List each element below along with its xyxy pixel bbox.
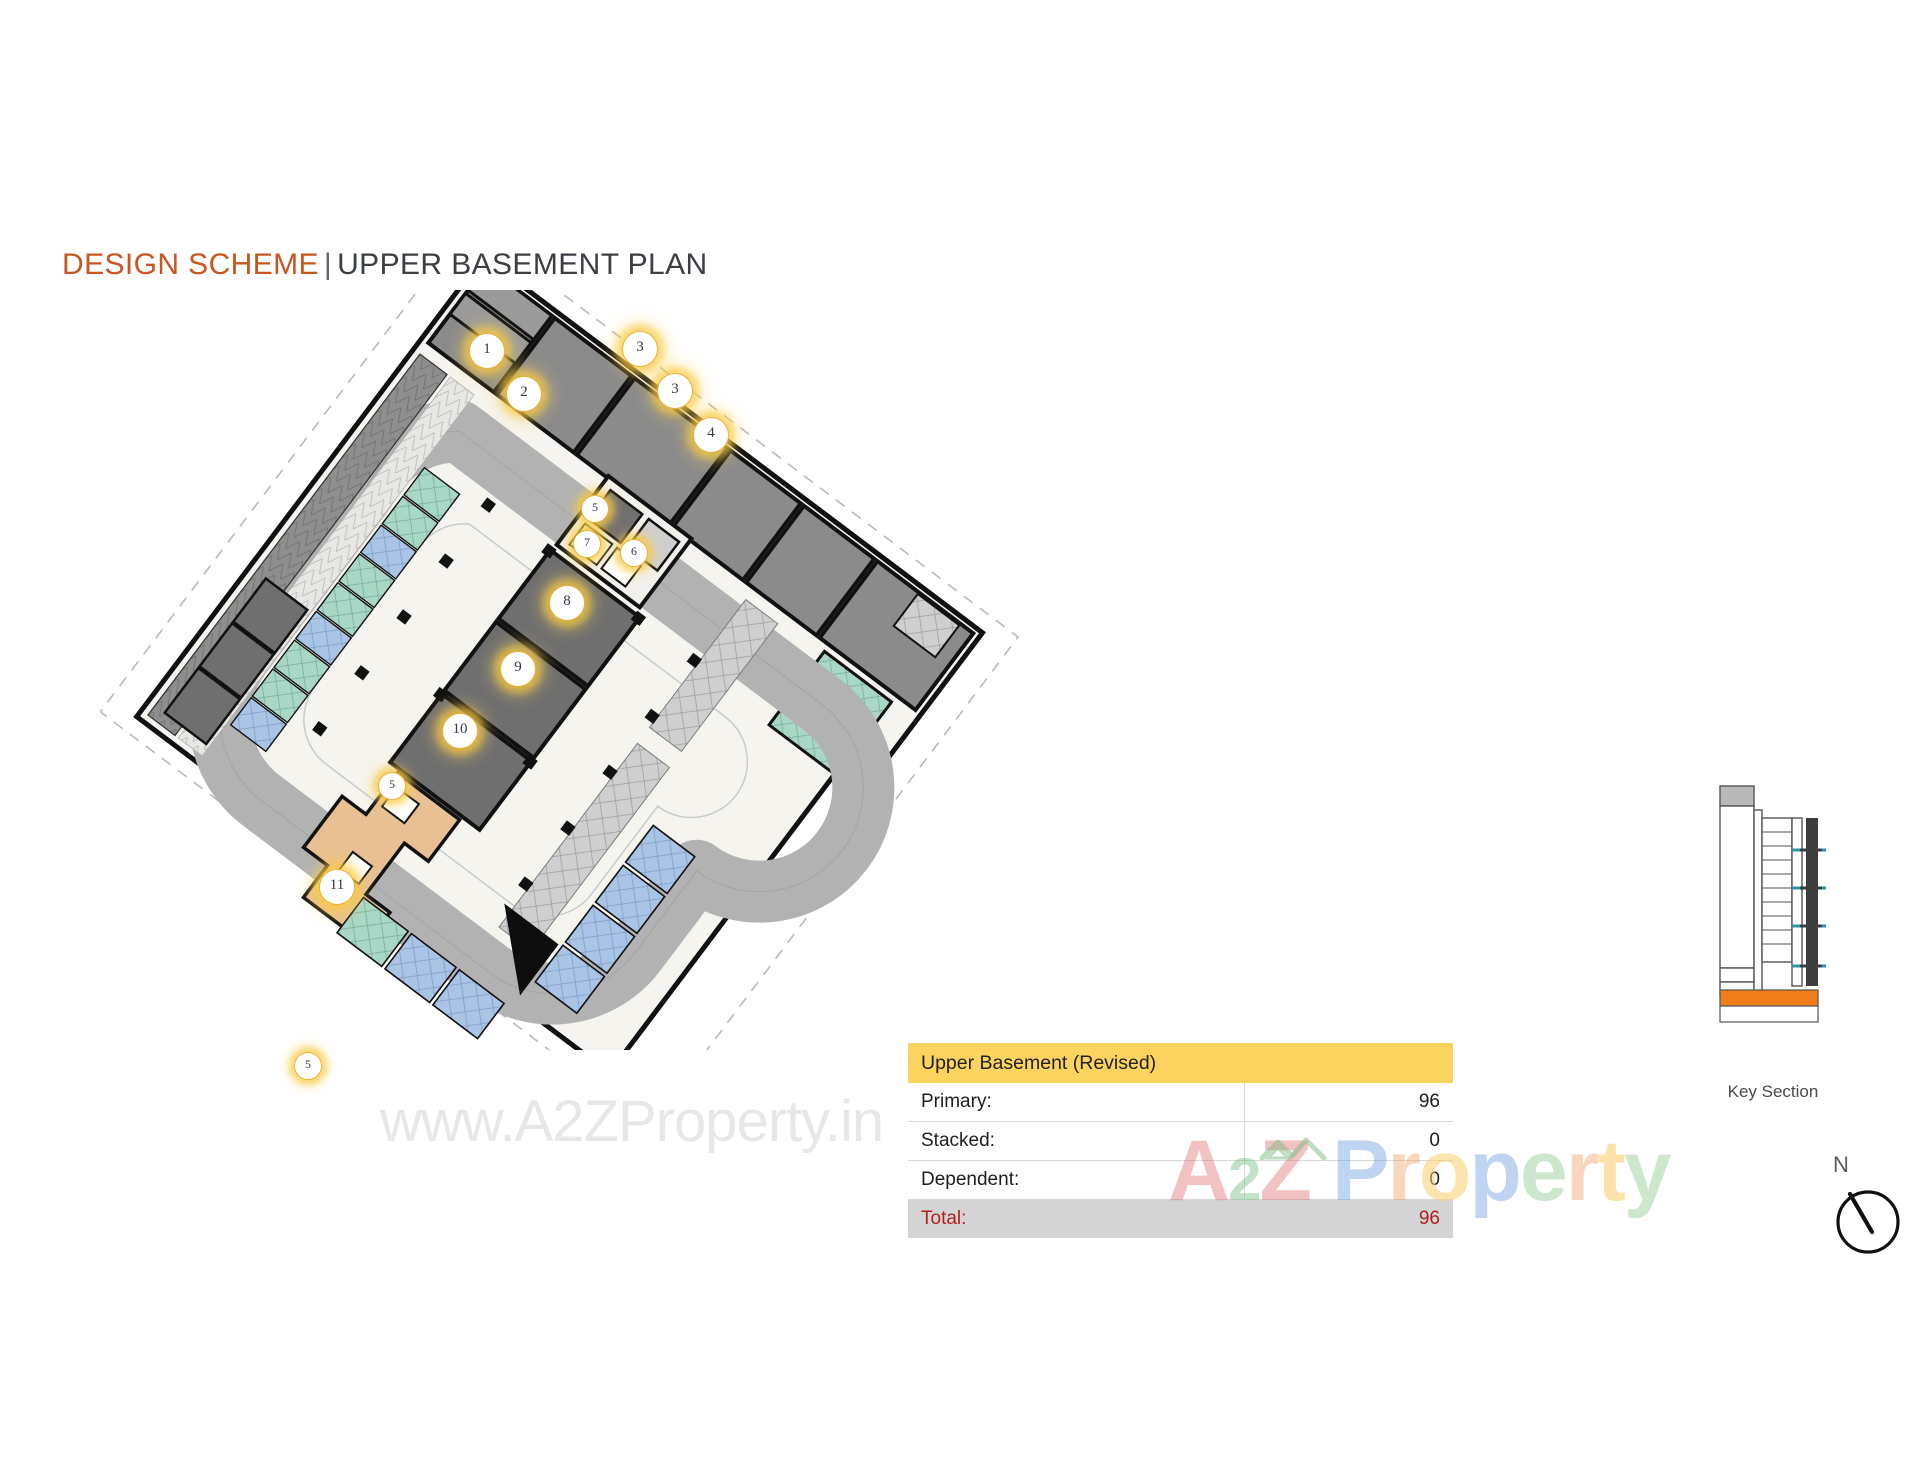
wm-letter-r2: r bbox=[1565, 1123, 1599, 1219]
wm-letter-t: t bbox=[1597, 1123, 1626, 1219]
callout-label: 9 bbox=[514, 659, 522, 675]
plan-callout[interactable]: 2 bbox=[506, 376, 542, 412]
callout-label: 6 bbox=[631, 544, 637, 558]
callout-label: 8 bbox=[563, 593, 571, 609]
parking-summary-table: Upper Basement (Revised) Primary: 96 Sta… bbox=[908, 1043, 1453, 1238]
watermark-site-url: www.A2ZProperty.in bbox=[380, 1089, 884, 1154]
plan-callout[interactable]: 1 bbox=[469, 333, 505, 369]
callout-label: 10 bbox=[452, 721, 468, 737]
key-section-diagram bbox=[1719, 785, 1826, 1023]
key-section-label: Key Section bbox=[1727, 1082, 1819, 1101]
key-section: Key Section bbox=[1712, 780, 1862, 1102]
callout-label: 1 bbox=[483, 341, 491, 357]
plan-callout[interactable]: 3 bbox=[622, 331, 658, 367]
table-header-row: Upper Basement (Revised) bbox=[908, 1043, 1453, 1083]
table-header-label: Upper Basement (Revised) bbox=[908, 1043, 1453, 1083]
callout-label: 3 bbox=[671, 381, 679, 397]
plan-callout[interactable]: 5 bbox=[294, 1052, 322, 1080]
page-title-divider: | bbox=[323, 248, 333, 281]
callout-label: 11 bbox=[329, 877, 345, 893]
plan-callout[interactable]: 5 bbox=[378, 772, 406, 800]
plan-callout[interactable]: 9 bbox=[500, 651, 536, 687]
callout-label: 4 bbox=[707, 425, 715, 441]
plan-callout[interactable]: 7 bbox=[573, 530, 601, 558]
row-label-stacked: Stacked: bbox=[908, 1121, 1245, 1161]
plan-callout[interactable]: 11 bbox=[319, 869, 355, 905]
page-title-main: UPPER BASEMENT PLAN bbox=[337, 248, 708, 281]
wm-letter-e: e bbox=[1519, 1123, 1568, 1219]
parking-stalls-left bbox=[229, 466, 461, 753]
ramp-marker bbox=[504, 903, 559, 996]
plan-callout[interactable]: 4 bbox=[693, 417, 729, 453]
plan-drawing bbox=[100, 290, 1020, 1050]
basement-highlight-band bbox=[1719, 989, 1819, 1007]
row-label-dependent: Dependent: bbox=[908, 1160, 1245, 1200]
plan-callout[interactable]: 8 bbox=[549, 585, 585, 621]
north-arrow-icon bbox=[1836, 1190, 1900, 1254]
row-value-primary: 96 bbox=[1244, 1083, 1453, 1122]
page-title: DESIGN SCHEME|UPPER BASEMENT PLAN bbox=[62, 248, 708, 282]
top-rooms bbox=[425, 290, 977, 713]
row-label-primary: Primary: bbox=[908, 1083, 1245, 1122]
north-label: N bbox=[1833, 1152, 1849, 1177]
table-row: Primary: 96 bbox=[908, 1083, 1453, 1122]
wm-letter-p2: p bbox=[1469, 1123, 1522, 1219]
upper-basement-plan[interactable]: 1 2 3 3 4 5 7 6 8 9 10 5 11 5 bbox=[100, 290, 1020, 1080]
columns bbox=[312, 497, 703, 892]
table-total-row: Total: 96 bbox=[908, 1199, 1453, 1238]
page-title-accent: DESIGN SCHEME bbox=[62, 248, 319, 281]
row-label-total: Total: bbox=[908, 1199, 1245, 1238]
callout-label: 5 bbox=[305, 1057, 311, 1071]
row-value-total: 96 bbox=[1244, 1199, 1453, 1238]
table-row: Dependent: 0 bbox=[908, 1160, 1453, 1200]
callout-label: 5 bbox=[592, 500, 598, 514]
parking-stalls-blue bbox=[335, 824, 696, 1040]
row-value-dependent: 0 bbox=[1244, 1160, 1453, 1200]
wm-letter-y: y bbox=[1623, 1123, 1672, 1219]
row-value-stacked: 0 bbox=[1244, 1121, 1453, 1161]
table-row: Stacked: 0 bbox=[908, 1121, 1453, 1161]
plan-callout[interactable]: 10 bbox=[442, 713, 478, 749]
callout-label: 7 bbox=[584, 535, 590, 549]
callout-label: 2 bbox=[520, 384, 528, 400]
parking-row-bottom bbox=[162, 576, 310, 746]
plan-callout[interactable]: 3 bbox=[657, 373, 693, 409]
plan-callout[interactable]: 5 bbox=[581, 495, 609, 523]
callout-label: 5 bbox=[389, 777, 395, 791]
callout-label: 3 bbox=[636, 339, 644, 355]
plan-callout[interactable]: 6 bbox=[620, 539, 648, 567]
